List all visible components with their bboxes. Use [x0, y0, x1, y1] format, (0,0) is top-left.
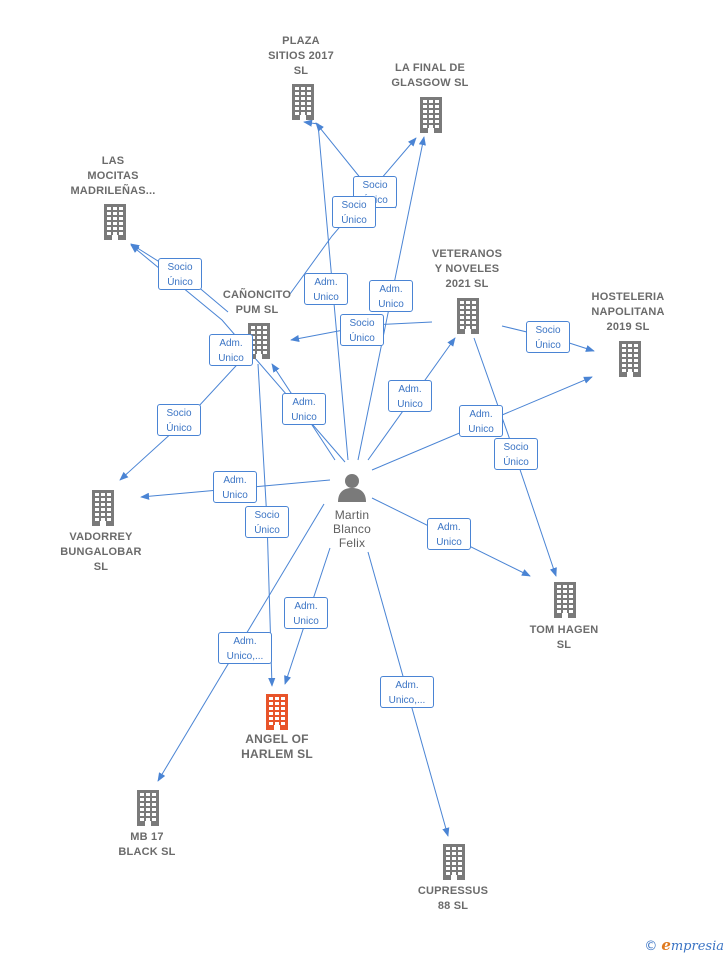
person-icon[interactable] — [337, 472, 367, 507]
copyright-symbol: © — [644, 939, 658, 954]
building-icon[interactable] — [290, 84, 316, 125]
building-icon[interactable] — [135, 790, 161, 831]
node-label-canoncito[interactable]: CAÑONCITO PUM SL — [222, 289, 292, 316]
building-icon[interactable] — [246, 323, 272, 364]
edge-label-person-vadorrey[interactable]: Adm. Unico — [213, 471, 257, 503]
building-icon[interactable] — [418, 97, 444, 138]
edge-label-person-tomhagen[interactable]: Adm. Unico — [427, 518, 471, 550]
edge-label-person-mocitas[interactable]: Adm. Unico — [209, 334, 253, 366]
edge-label-canoncito-angel[interactable]: Socio Único — [245, 506, 289, 538]
node-label-hosteleria[interactable]: HOSTELERIA NAPOLITANA 2019 SL — [591, 291, 665, 333]
node-label-tomhagen[interactable]: TOM HAGEN SL — [529, 624, 599, 651]
edge-label-person-mb17[interactable]: Adm. Unico,... — [218, 632, 272, 664]
node-label-cupressus[interactable]: CUPRESSUS 88 SL — [417, 885, 489, 912]
edge-label-person-plaza[interactable]: Adm. Unico — [304, 273, 348, 305]
edge-label-canoncito-mocitas[interactable]: Socio Único — [158, 258, 202, 290]
edge-label-veteranos-hosteleria[interactable]: Socio Único — [526, 321, 570, 353]
node-label-person[interactable]: Martin Blanco Felix — [333, 508, 371, 550]
node-label-vadorrey[interactable]: VADORREY BUNGALOBAR SL — [60, 531, 142, 573]
building-icon[interactable] — [455, 298, 481, 339]
brand-name: mpresia — [670, 939, 724, 954]
brand-initial: e — [661, 936, 671, 954]
node-label-plaza[interactable]: PLAZA SITIOS 2017 SL — [268, 35, 334, 77]
edge-label-veteranos-tomhagen[interactable]: Socio Único — [494, 438, 538, 470]
building-icon[interactable] — [617, 341, 643, 382]
building-icon[interactable] — [441, 844, 467, 885]
edge-label-canoncito-vadorrey[interactable]: Socio Único — [157, 404, 201, 436]
edge-label-person-angel[interactable]: Adm. Unico — [284, 597, 328, 629]
building-icon[interactable] — [102, 204, 128, 245]
edge-label-person-cupressus[interactable]: Adm. Unico,... — [380, 676, 434, 708]
edge-label-veteranos-canoncito[interactable]: Socio Único — [340, 314, 384, 346]
edge-label-canoncito-final[interactable]: Socio Único — [332, 196, 376, 228]
footer-brand[interactable]: ©empresia — [644, 936, 724, 954]
node-label-mb17[interactable]: MB 17 BLACK SL — [118, 831, 176, 858]
building-icon[interactable] — [90, 490, 116, 531]
edge-label-person-canoncito[interactable]: Adm. Unico — [282, 393, 326, 425]
building-icon[interactable] — [264, 694, 290, 735]
node-label-veteranos[interactable]: VETERANOS Y NOVELES 2021 SL — [431, 248, 503, 290]
building-icon[interactable] — [552, 582, 578, 623]
edge-label-person-final[interactable]: Adm. Unico — [369, 280, 413, 312]
edge-label-person-hosteleria[interactable]: Adm. Unico — [459, 405, 503, 437]
node-label-angel[interactable]: ANGEL OF HARLEM SL — [241, 732, 313, 761]
node-label-final[interactable]: LA FINAL DE GLASGOW SL — [391, 62, 469, 89]
edge-label-person-veteranos[interactable]: Adm. Unico — [388, 380, 432, 412]
node-label-mocitas[interactable]: LAS MOCITAS MADRILEÑAS... — [70, 155, 156, 197]
